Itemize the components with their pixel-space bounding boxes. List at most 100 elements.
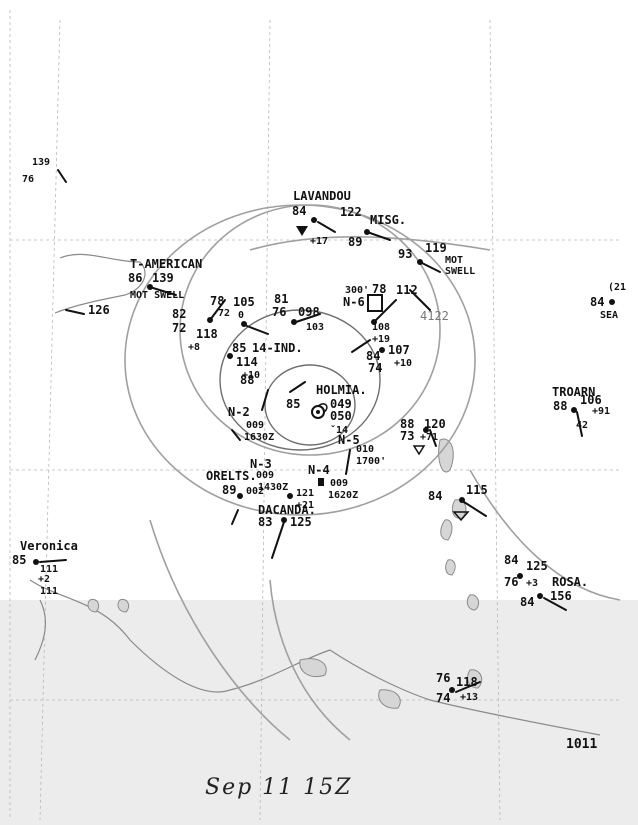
station-value: 88 (400, 417, 414, 431)
station-name: DACANDA. (258, 503, 316, 517)
station-value: 76 (436, 671, 450, 685)
station-82[interactable]: 82 72 118 +8 (172, 299, 226, 353)
station-name: Veronica (20, 539, 78, 553)
station-value: 111 (40, 586, 58, 597)
station-value: MOT (445, 255, 463, 266)
station-value: 125 (526, 559, 548, 573)
station-n3-orelts[interactable]: N-3 009 ORELTS. 1430Z (206, 457, 288, 493)
station-n4[interactable]: N-4 009 1620Z (308, 463, 358, 501)
station-rosa[interactable]: ROSA. 84 156 (520, 575, 588, 611)
isobar-core (264, 364, 356, 446)
station-name: T-AMERICAN (130, 257, 202, 271)
station-value: 86 (128, 271, 142, 285)
station-far-right[interactable]: (21 84 SEA (590, 282, 626, 321)
station-value: 108 (372, 322, 390, 333)
station-n2[interactable]: N-2 009 1630Z (228, 405, 274, 443)
station-4122: 4122 (420, 309, 449, 323)
station-name: ORELTS. (206, 469, 257, 483)
station-value: 84 (520, 595, 534, 609)
station-value: 85 (286, 397, 300, 411)
station-value: SEA (600, 310, 618, 321)
station-name: 14-IND. (252, 341, 303, 355)
station-value: 88 (553, 399, 567, 413)
station-name: MISG. (370, 213, 406, 227)
station-89[interactable]: 89 002 121 +21 (222, 483, 314, 525)
station-value: 118 (196, 327, 218, 341)
station-value: +91 (592, 406, 610, 417)
station-value: +2 (38, 574, 50, 585)
station-value: 74 (436, 691, 450, 705)
station-value: +10 (394, 358, 412, 369)
station-value: +10 (242, 370, 260, 381)
station-1011: 1011 (566, 737, 597, 752)
isobars (124, 204, 621, 741)
station-84-125[interactable]: 84 125 76 +3 (504, 553, 548, 589)
isobar-inner (219, 309, 381, 451)
station-value: ˇ14 (330, 424, 348, 436)
station-value: 76 (22, 174, 34, 185)
station-126[interactable]: 126 (65, 303, 110, 317)
station-value: 84 (366, 349, 380, 363)
station-name: N-5 (338, 433, 360, 447)
station-holmia[interactable]: 88 HOLMIA. 85 049 050 ˇ14 (240, 373, 367, 436)
station-value: 009 (330, 478, 348, 489)
station-value: 300' (345, 285, 369, 296)
station-81[interactable]: 81 76 098 103 (272, 292, 324, 333)
station-value: 83 (258, 515, 272, 529)
station-t-american[interactable]: T-AMERICAN 86 139 MOT SWELL (128, 257, 202, 301)
station-84-107[interactable]: 84 107 +10 74 (351, 339, 412, 375)
station-value: MOT SWELL (130, 290, 184, 301)
isobar-south (269, 579, 351, 741)
station-name: LAVANDOU (293, 189, 351, 203)
station-value: SWELL (445, 266, 475, 277)
map-datetime-label: Sep 11 15Z (205, 775, 353, 800)
station-value: 1011 (566, 737, 597, 752)
station-value: 139 (152, 271, 174, 285)
station-value: 84 (590, 295, 604, 309)
station-value: 82 (172, 307, 186, 321)
station-84-115[interactable]: 84 115 (428, 483, 488, 522)
station-value: 107 (388, 343, 410, 357)
station-78[interactable]: 78 105 72 0 (210, 294, 269, 335)
station-dacanda[interactable]: DACANDA. 83 125 (258, 503, 316, 559)
station-value: 84 (292, 204, 306, 218)
station-value: 85 (12, 553, 26, 567)
station-misg[interactable]: MISG. (364, 213, 406, 241)
station-value: 105 (233, 295, 255, 309)
station-value: 114 (236, 355, 258, 369)
station-name: ROSA. (552, 575, 588, 589)
station-value: 1630Z (244, 432, 274, 443)
station-observations: 139 76 LAVANDOU 84 122 +17 89 MISG. (12, 157, 626, 752)
station-value: 89 (348, 235, 362, 249)
station-value: 72 (218, 308, 230, 319)
coastlines (29, 253, 601, 736)
isobar-middle (179, 204, 441, 456)
station-value: +17 (310, 236, 328, 247)
station-value: 93 (398, 247, 412, 261)
station-value: (21 (608, 282, 626, 293)
station-14-ind[interactable]: 85 14-IND. 114 +10 (227, 341, 303, 381)
station-n6[interactable]: 300' 78 112 N-6 108 +19 (343, 282, 431, 345)
station-76-118[interactable]: 76 118 74 +13 (436, 671, 481, 705)
station-value: 050 (330, 409, 352, 423)
station-value: +71 (420, 432, 438, 443)
station-troarn[interactable]: TROARN 88 106 +91 42 (552, 385, 610, 437)
station-value: 156 (550, 589, 572, 603)
station-value: 84 (504, 553, 518, 567)
station-value: 122 (340, 205, 362, 219)
isobar-outer (124, 204, 476, 516)
station-value: 85 (232, 341, 246, 355)
isobar-southwest (149, 519, 291, 741)
station-value: +13 (460, 692, 478, 703)
station-n5[interactable]: N-5 010 1700' (338, 433, 386, 475)
station-lavandou[interactable]: LAVANDOU 84 122 +17 89 (292, 189, 362, 249)
station-88-120[interactable]: 88 120 73 +71 (400, 417, 446, 456)
station-veronica[interactable]: Veronica 85 111 +2 111 (12, 539, 78, 597)
station-value: 74 (368, 361, 382, 375)
station-name: N-3 (250, 457, 272, 471)
station-value: 049 (330, 397, 352, 411)
station-value: 009 (246, 420, 264, 431)
station-mot-swell[interactable]: 93 119 MOT SWELL (398, 241, 475, 277)
station-value: 84 (428, 489, 442, 503)
